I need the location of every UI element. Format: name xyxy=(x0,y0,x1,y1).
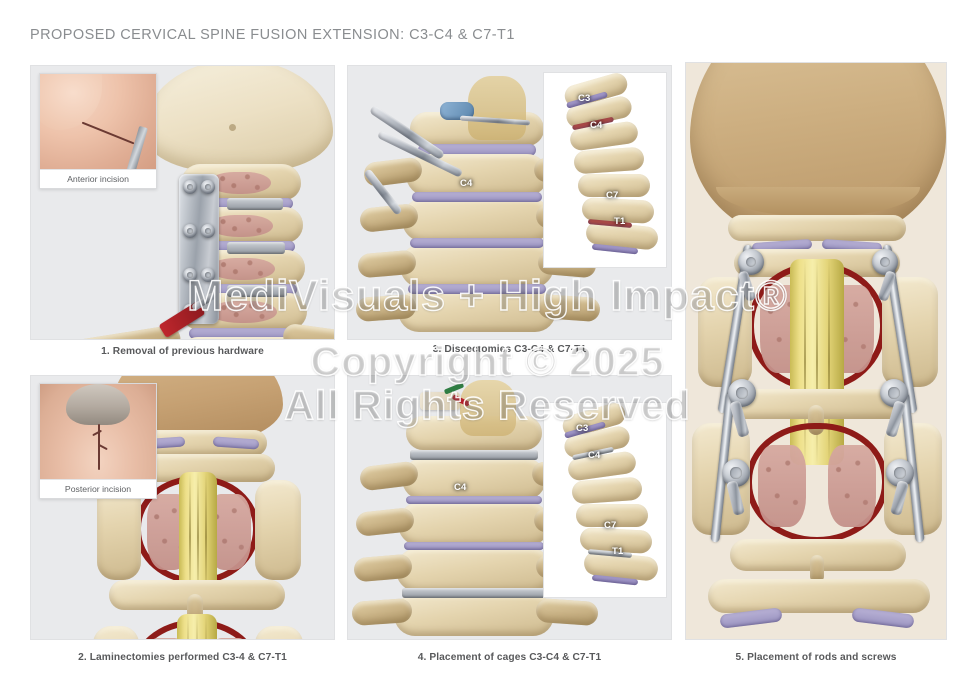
interbody-cage-lower xyxy=(402,588,546,598)
label-c4-sagittal-panel3: C4 xyxy=(590,120,603,131)
discectomy-art: C4 xyxy=(348,66,671,339)
anterior-incision-inset: Anterior incision xyxy=(39,73,157,189)
panel-1-caption: 1. Removal of previous hardware xyxy=(101,346,264,357)
cage-placement-art: C4 xyxy=(348,376,671,639)
panel-2-caption: 2. Laminectomies performed C3-4 & C7-T1 xyxy=(78,652,287,663)
page-title: PROPOSED CERVICAL SPINE FUSION EXTENSION… xyxy=(30,27,515,43)
pedicle-screw-2 xyxy=(872,249,898,275)
panel-1: Anterior incision xyxy=(30,65,335,340)
label-c4-panel3: C4 xyxy=(460,178,473,189)
anterior-incision-caption: Anterior incision xyxy=(40,169,156,188)
label-c4-sagittal-panel4: C4 xyxy=(588,450,601,461)
panel-3: C4 C3 C4 C7 T1 xyxy=(347,65,672,340)
panel-1-artwork: Anterior incision xyxy=(31,66,334,339)
label-c3-panel4: C3 xyxy=(576,423,589,434)
panel-3-artwork: C4 C3 C4 C7 T1 xyxy=(348,66,671,339)
panel-3-sagittal-inset: C3 C4 C7 T1 xyxy=(543,72,667,268)
panel-2: Posterior incision xyxy=(30,375,335,640)
panel-4: C4 C3 C4 C7 T1 xyxy=(347,375,672,640)
posterior-incision-inset: Posterior incision xyxy=(39,383,157,499)
anterior-incision-photo xyxy=(40,74,156,179)
panel-4-caption: 4. Placement of cages C3-C4 & C7-T1 xyxy=(417,652,602,663)
label-t1-panel4: T1 xyxy=(612,546,624,557)
panel-4-sagittal-inset: C3 C4 C7 T1 xyxy=(543,402,667,598)
rods-and-screws-art xyxy=(686,63,946,639)
panel-5-caption: 5. Placement of rods and screws xyxy=(735,652,897,663)
panel-5 xyxy=(685,62,947,640)
label-c4-panel4: C4 xyxy=(454,482,467,493)
panel-5-artwork xyxy=(686,63,946,639)
posterior-incision-photo xyxy=(40,384,156,481)
label-c3-panel3: C3 xyxy=(578,93,591,104)
label-t1-panel3: T1 xyxy=(614,216,626,227)
interbody-cage-upper xyxy=(410,450,538,460)
panel-2-artwork: Posterior incision xyxy=(31,376,334,639)
label-c7-panel3: C7 xyxy=(606,190,619,201)
panel-4-artwork: C4 C3 C4 C7 T1 xyxy=(348,376,671,639)
posterior-incision-caption: Posterior incision xyxy=(40,479,156,498)
label-c7-panel4: C7 xyxy=(604,520,617,531)
anterior-spine-hardware-removal-art xyxy=(31,66,334,339)
panel-3-caption: 3. Discectomies C3-C4 & C7-T1 xyxy=(432,344,587,355)
